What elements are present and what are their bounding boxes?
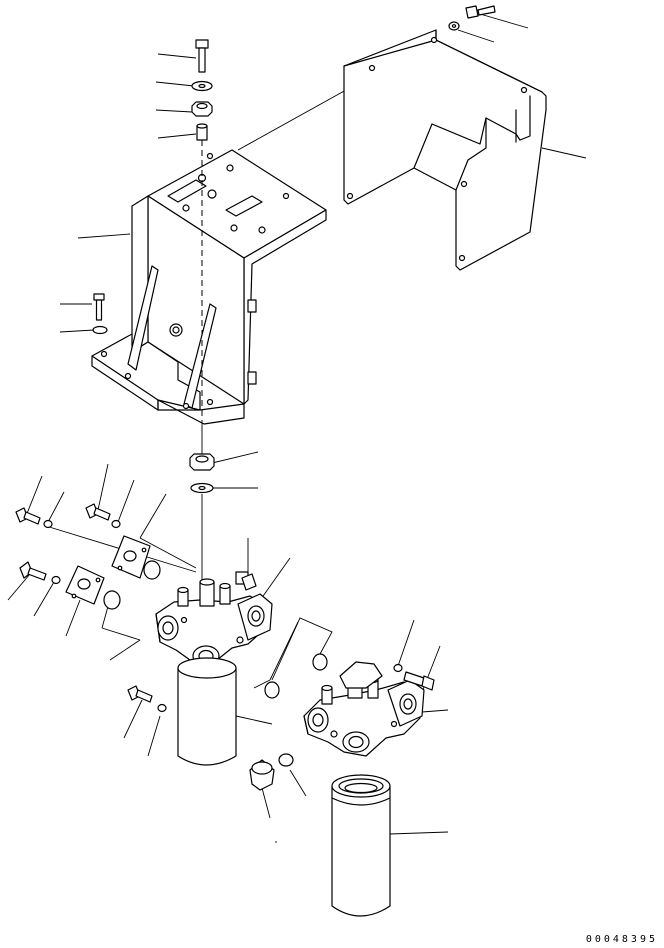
o-ring-upper-left (144, 561, 160, 579)
bracket-bolt-left (94, 294, 104, 320)
head-bolt-side (242, 574, 256, 590)
flange-washer-3 (52, 577, 60, 584)
filter-head-right (304, 662, 424, 756)
top-spacer (197, 124, 207, 140)
bracket-washer-left (93, 327, 107, 334)
flange-bolt-2 (86, 504, 110, 520)
filter-head-left (156, 572, 272, 666)
flange-bolt-3 (20, 562, 46, 580)
o-ring-center-1 (265, 682, 279, 698)
head-washer-right (394, 665, 402, 672)
mid-nut (190, 454, 214, 470)
cover-bolt (466, 6, 495, 18)
mounting-bracket (92, 150, 326, 424)
top-nut (192, 102, 212, 116)
head-bolt-right (404, 672, 434, 690)
o-ring-lower-left (104, 591, 120, 609)
filter-element-right (332, 775, 390, 916)
o-ring-center-2 (313, 654, 327, 670)
filter-element-left (178, 658, 236, 765)
flange-cover-upper (112, 536, 150, 578)
top-bolt (196, 40, 208, 72)
head-washer-left (158, 705, 166, 712)
flange-bolt-1 (16, 508, 40, 524)
head-bolt-left (128, 686, 152, 702)
flange-washer-1 (44, 521, 52, 528)
drain-plug (250, 760, 274, 790)
flange-washer-2 (112, 521, 120, 528)
flange-cover-lower (66, 566, 104, 604)
cover-plate (344, 30, 546, 270)
drain-o-ring (279, 754, 293, 766)
drawing-number: 00048395 (585, 934, 658, 945)
